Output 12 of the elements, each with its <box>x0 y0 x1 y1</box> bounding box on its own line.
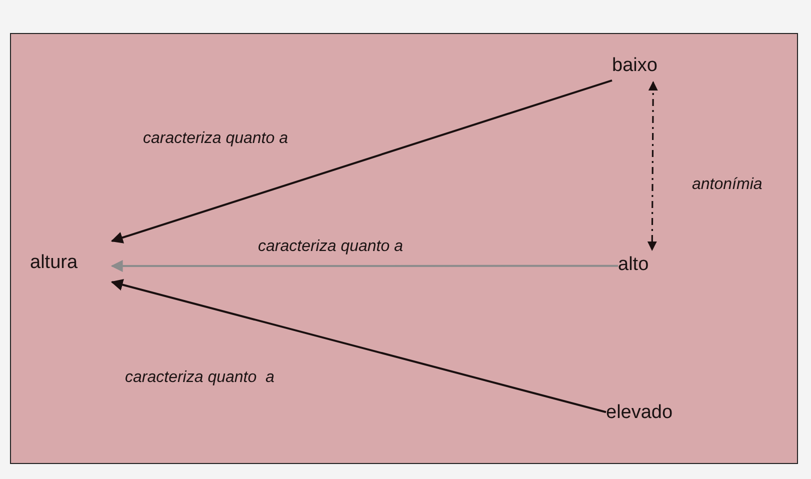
arrow <box>110 278 606 414</box>
edge-label: caracteriza quanto a <box>125 369 274 387</box>
node-label: elevado <box>606 402 673 424</box>
node-label: altura <box>30 252 78 274</box>
double-headed-arrow <box>647 81 658 251</box>
node-label: alto <box>618 254 649 276</box>
edge-label: antonímia <box>692 176 762 194</box>
edge-label: caracteriza quanto a <box>143 130 288 148</box>
node-label: baixo <box>612 55 658 77</box>
edge-label: caracteriza quanto a <box>258 238 403 256</box>
arrow <box>110 260 618 272</box>
arrow <box>110 79 612 244</box>
